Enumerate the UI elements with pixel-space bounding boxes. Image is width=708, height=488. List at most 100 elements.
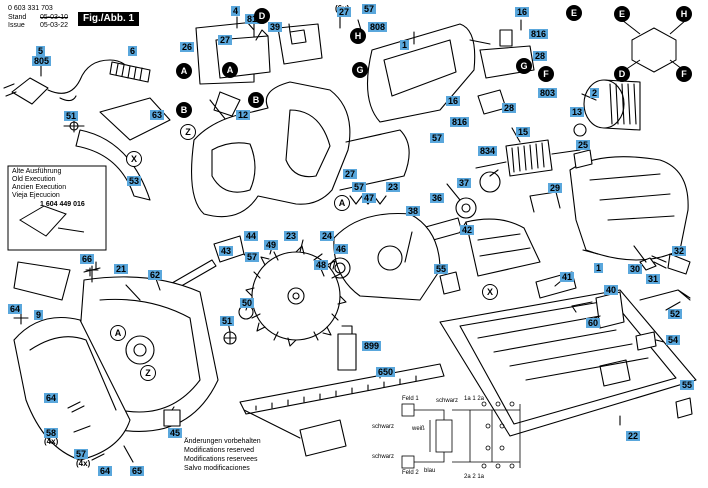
notice-line: Salvo modificaciones	[184, 465, 250, 472]
callout-g: G	[352, 62, 368, 78]
figure-label: Fig./Abb. 1	[78, 12, 140, 26]
saw-blade-drawing	[245, 245, 347, 347]
callout-a: A	[334, 195, 350, 211]
wiring-terminals: 2a 2 1a	[464, 474, 485, 480]
part-label: 36	[430, 193, 445, 203]
callout-h: H	[676, 6, 692, 22]
callout-h: H	[350, 28, 366, 44]
part-label: 30	[628, 264, 643, 274]
notice-line: Änderungen vorbehalten	[184, 438, 261, 445]
quantity-note: (4x)	[76, 459, 91, 468]
callout-e: E	[566, 5, 582, 21]
wiring-color: schwarz	[436, 398, 459, 404]
old-execution-line: Vieja Ejecucion	[12, 192, 60, 199]
part-label: 21	[114, 264, 129, 274]
part-label: 12	[236, 110, 251, 120]
wiring-color: weiß	[412, 426, 425, 432]
old-execution-line: Old Execution	[12, 176, 56, 183]
part-label: 41	[560, 272, 575, 282]
handle-housing-drawing	[191, 81, 410, 218]
part-label: 55	[680, 380, 695, 390]
old-execution-line: Ancien Execution	[12, 184, 67, 191]
part-label: 52	[668, 309, 683, 319]
callout-x: X	[126, 151, 142, 167]
part-label: 48	[314, 260, 329, 270]
lower-guard-drawing	[13, 316, 131, 461]
part-label: 1	[400, 40, 410, 50]
part-label: 53	[127, 176, 142, 186]
part-label: 64	[44, 393, 59, 403]
callout-b: B	[176, 102, 192, 118]
issue-date: 05-03-22	[40, 22, 69, 29]
blade-guard-drawing	[329, 212, 441, 301]
base-plate-drawing	[439, 289, 697, 437]
part-label: 23	[284, 231, 299, 241]
motor-housing-drawing	[367, 23, 491, 123]
part-label: 66	[80, 254, 95, 264]
part-label: 6	[128, 46, 138, 56]
part-label: 26	[180, 42, 195, 52]
parallel-guide-drawing	[239, 363, 445, 415]
part-label: 899	[362, 341, 382, 351]
part-label: 39	[268, 22, 283, 32]
part-label: 29	[548, 183, 563, 193]
part-label: 805	[32, 56, 52, 66]
old-execution-part-number: 1 604 449 016	[40, 201, 85, 208]
part-label: 57	[245, 252, 260, 262]
part-label: 65	[130, 466, 145, 476]
part-label: 16	[446, 96, 461, 106]
part-label: 63	[150, 110, 165, 120]
wiring-terminals: 1a 1 2a	[464, 396, 485, 402]
part-label: 803	[538, 88, 558, 98]
callout-z: Z	[140, 365, 156, 381]
part-label: 4	[231, 6, 241, 16]
part-label: 25	[576, 140, 591, 150]
cord-sleeve-drawing	[109, 61, 151, 83]
part-label: 28	[533, 51, 548, 61]
callout-d: D	[614, 66, 630, 82]
part-label: 57	[430, 133, 445, 143]
old-date: 05-03-10	[40, 14, 69, 21]
part-label: 57	[352, 182, 367, 192]
callout-g: G	[516, 58, 532, 74]
power-cord-drawing	[3, 59, 125, 105]
notice-line: Modifications reserved	[184, 447, 255, 454]
switch-module-drawing	[277, 23, 323, 65]
part-label: 15	[516, 127, 531, 137]
part-label: 57	[362, 4, 377, 14]
wiring-color: schwarz	[372, 454, 395, 460]
part-label: 32	[672, 246, 687, 256]
cable-clamp-drawing	[99, 97, 171, 141]
part-label: 23	[386, 182, 401, 192]
part-label: 57	[74, 449, 89, 459]
connector-key-drawing	[621, 19, 687, 73]
part-label: 13	[570, 107, 585, 117]
part-label: 16	[515, 7, 530, 17]
switch-assembly-drawing	[195, 21, 271, 121]
part-label: 45	[168, 428, 183, 438]
callout-d: D	[254, 8, 270, 24]
old-execution-box	[7, 165, 107, 251]
part-label: 27	[337, 7, 352, 17]
wiring-color: schwarz	[372, 424, 395, 430]
callout-f: F	[538, 66, 554, 82]
part-label: 49	[264, 240, 279, 250]
part-label: 42	[460, 225, 475, 235]
part-label: 44	[244, 231, 259, 241]
part-label: 60	[586, 318, 601, 328]
part-label: 64	[98, 466, 113, 476]
part-label: 50	[240, 298, 255, 308]
part-label: 58	[44, 428, 59, 438]
part-label: 64	[8, 304, 23, 314]
wiring-feld1: Feld 1	[402, 396, 419, 402]
part-label: 51	[64, 111, 79, 121]
part-label: 1	[594, 263, 604, 273]
part-label: 808	[368, 22, 388, 32]
wiring-diagram	[401, 401, 521, 469]
part-label: 40	[604, 285, 619, 295]
callout-x: X	[482, 284, 498, 300]
part-label: 46	[334, 244, 349, 254]
part-label: 47	[362, 193, 377, 203]
